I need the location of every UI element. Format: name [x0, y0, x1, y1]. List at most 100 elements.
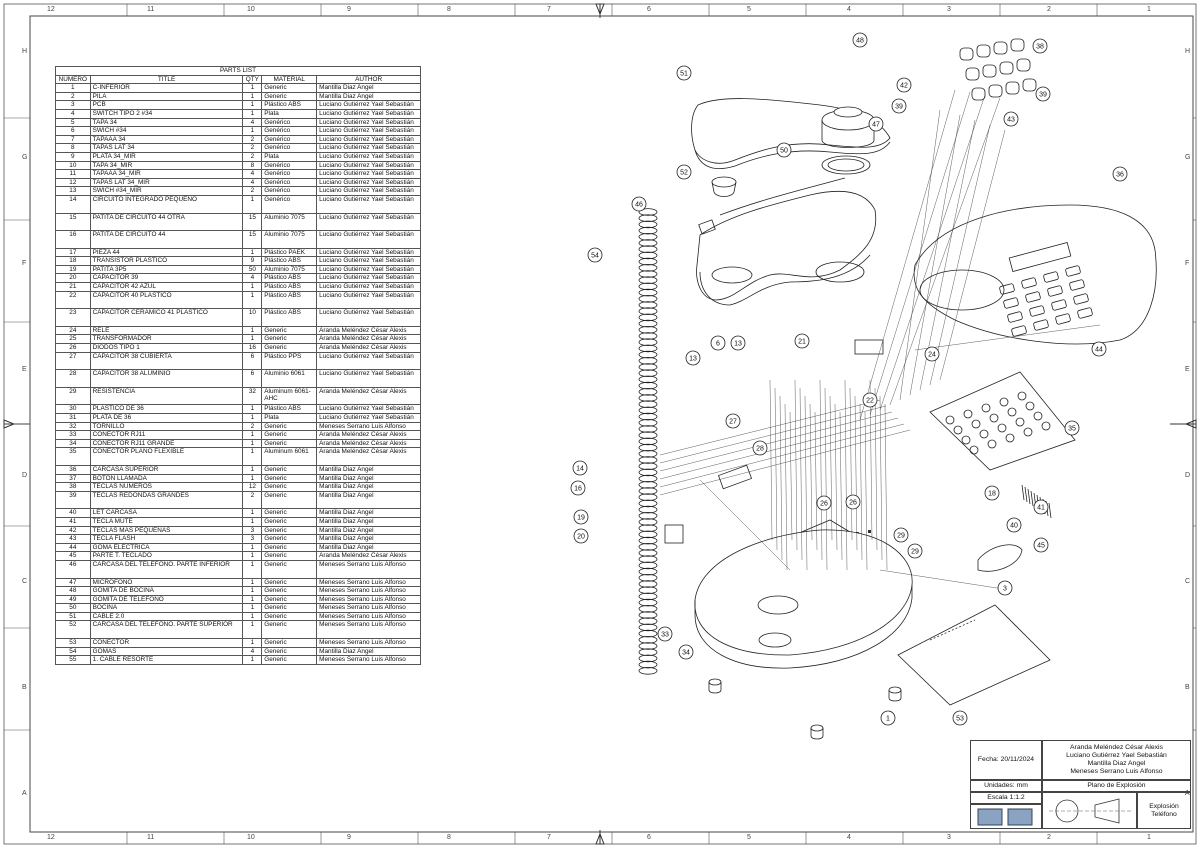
coil-loop — [638, 418, 658, 427]
grid-row-label: E — [1185, 366, 1190, 373]
cell-title: PATITA DE CIRCUITO 44 — [89, 230, 244, 249]
balloon-number: 18 — [988, 491, 996, 498]
coil-loop — [638, 301, 658, 309]
balloon-number: 52 — [680, 170, 688, 177]
rubber-key — [981, 403, 991, 413]
grid-column-label: 5 — [747, 6, 751, 13]
grid-column-label: 3 — [947, 6, 951, 13]
grid-column-label: 9 — [347, 6, 351, 13]
authors-cell: Aranda Meléndez César Alexis Luciano Gut… — [1042, 740, 1191, 780]
handset-mouth-cup — [815, 261, 865, 283]
coil-loop — [638, 629, 658, 638]
balloon-number: 29 — [897, 533, 905, 540]
grid-column-label: 4 — [847, 834, 851, 841]
balloon-number: 29 — [911, 549, 919, 556]
coil-loop — [638, 239, 658, 247]
base-key — [1073, 293, 1089, 305]
coil-loop — [638, 356, 658, 365]
grid-column-label: 10 — [247, 834, 255, 841]
projection-symbol-cell — [1042, 792, 1137, 829]
coil-loop — [638, 319, 658, 328]
balloon-26: 26 — [845, 494, 861, 510]
balloon-number: 22 — [866, 398, 874, 405]
rubber-key — [1033, 411, 1043, 421]
explosion-lines — [659, 89, 1101, 591]
balloon-22: 22 — [862, 392, 878, 408]
coil-loop — [638, 338, 658, 347]
coil-loop — [638, 375, 658, 384]
number-key — [971, 87, 986, 101]
number-key — [976, 44, 991, 58]
balloon-52: 52 — [676, 164, 692, 180]
pcb-chip — [717, 464, 753, 490]
balloon-45: 45 — [1033, 537, 1049, 553]
coil-loop — [638, 573, 658, 582]
coil-loop — [638, 282, 658, 291]
balloon-number: 20 — [577, 534, 585, 541]
grid-column-label: 4 — [847, 6, 851, 13]
internal-cable — [719, 177, 846, 216]
flex-trace — [1030, 490, 1034, 507]
pcb-component — [868, 530, 871, 533]
grid-row-label: B — [1185, 684, 1190, 691]
rubber-key — [961, 435, 971, 445]
balloon-number: 19 — [577, 515, 585, 522]
balloon-42: 42 — [896, 77, 912, 93]
balloon-6: 6 — [710, 335, 726, 351]
coil-loop — [638, 493, 658, 502]
coil-loop — [638, 561, 658, 570]
rubber-key — [987, 439, 997, 449]
balloon-number: 16 — [574, 486, 582, 493]
coil-loop — [638, 400, 658, 409]
balloon-number: 36 — [1116, 172, 1124, 179]
balloon-29: 29 — [893, 527, 909, 543]
cell-author: Meneses Serrano Luis Alfonso — [316, 655, 421, 665]
speaker-body — [821, 120, 875, 148]
mute-key — [977, 544, 1023, 572]
base-key — [1043, 271, 1059, 283]
grid-row-label: F — [22, 260, 27, 267]
base-key — [1069, 279, 1085, 291]
balloon-35: 35 — [1064, 420, 1080, 436]
number-key — [965, 67, 980, 81]
balloon-number: 53 — [956, 716, 964, 723]
grid-column-label: 8 — [447, 6, 451, 13]
balloon-number: 40 — [1010, 523, 1018, 530]
balloon-number: 21 — [798, 339, 806, 346]
balloon-number: 46 — [635, 202, 643, 209]
coil-loop — [638, 226, 658, 235]
rubber-key — [971, 419, 981, 429]
grid-column-label: 7 — [547, 6, 551, 13]
balloon-number: 54 — [591, 253, 599, 260]
grid-column-label: 2 — [1047, 834, 1051, 841]
cell-qty: 15 — [242, 230, 263, 249]
rubber-foot — [810, 724, 824, 732]
number-key — [993, 41, 1008, 55]
grid-row-label: D — [22, 472, 28, 479]
coil-loop — [638, 511, 658, 520]
cell-author: Mantilla Diaz Angel — [316, 490, 421, 510]
balloon-34: 34 — [678, 644, 694, 660]
number-key — [1010, 38, 1025, 52]
grid-row-label: H — [1185, 48, 1191, 55]
rubber-key — [999, 397, 1009, 407]
coil-loop — [638, 536, 658, 545]
rubber-key — [997, 423, 1007, 433]
grid-column-label: 8 — [447, 834, 451, 841]
balloon-number: 26 — [820, 501, 828, 508]
balloon-number: 44 — [1095, 347, 1103, 354]
balloon-number: 38 — [1036, 44, 1044, 51]
coil-loop — [638, 425, 658, 433]
number-key — [1022, 78, 1037, 92]
balloon-number: 33 — [661, 632, 669, 639]
base-key — [1007, 311, 1023, 323]
coiled-cable — [638, 208, 658, 675]
coil-loop — [638, 276, 658, 285]
